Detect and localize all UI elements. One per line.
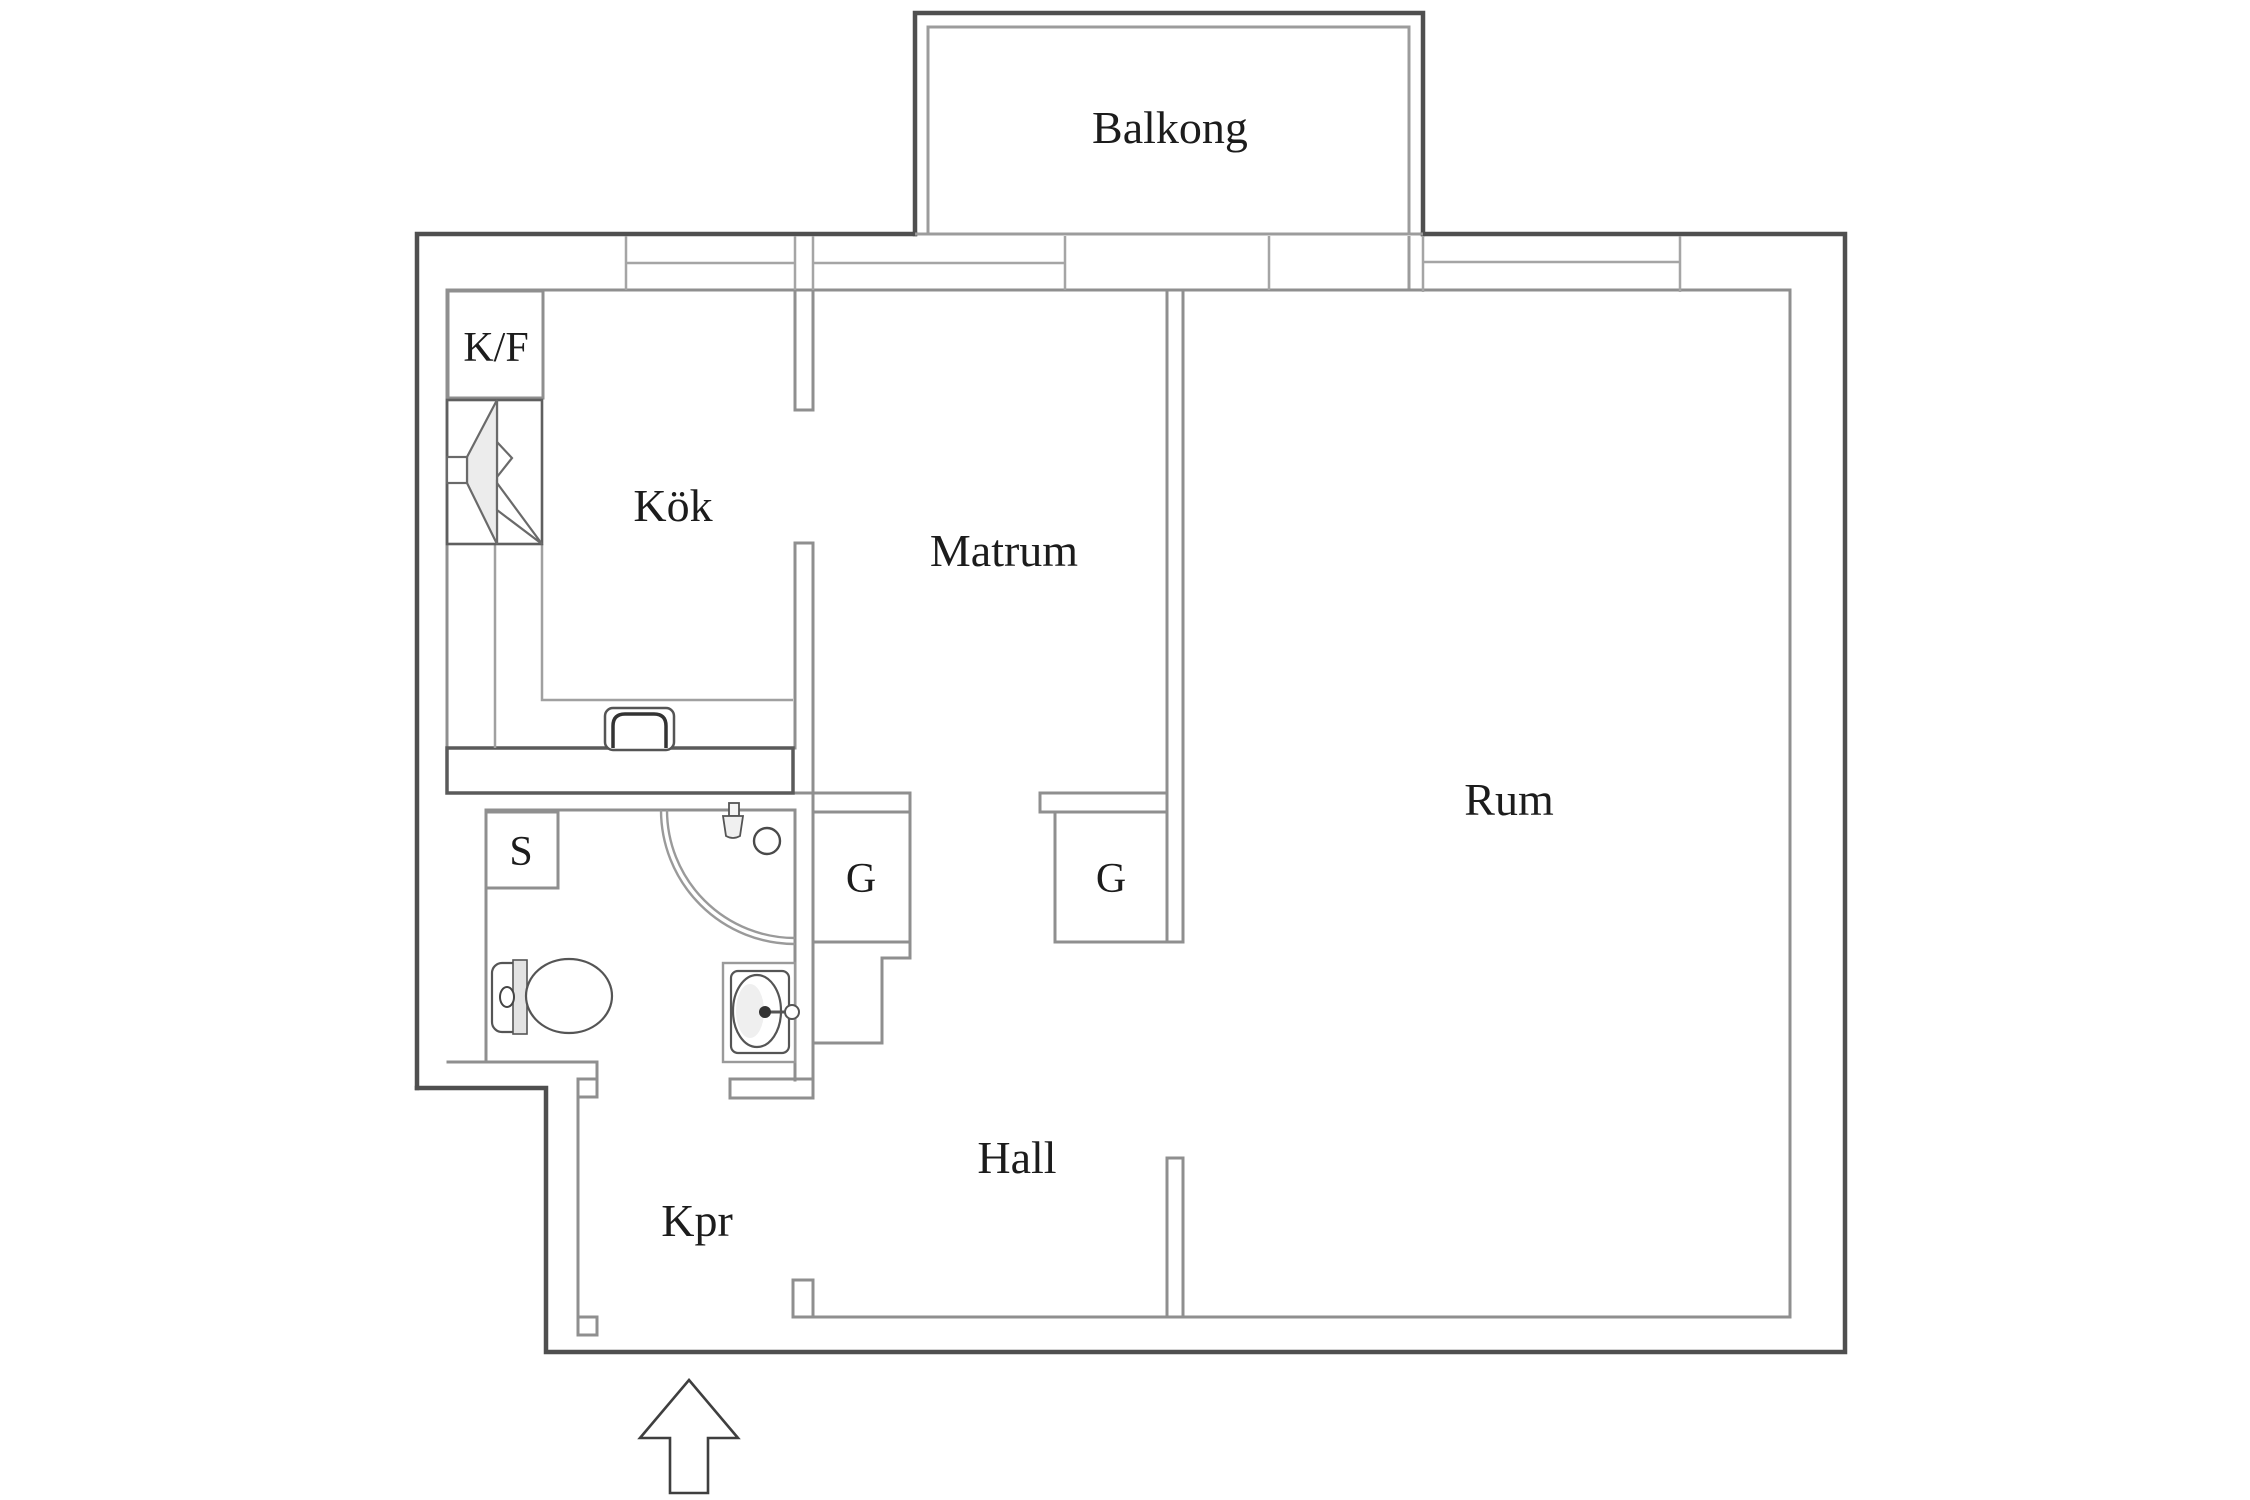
washbasin xyxy=(721,961,800,1064)
entry-arrow-icon xyxy=(637,1377,741,1495)
room-label-kitchen: Kök xyxy=(633,480,712,531)
interior-walls xyxy=(445,288,1792,1337)
room-label-room: Rum xyxy=(1464,774,1554,825)
room-label-fridge-freezer: K/F xyxy=(463,325,528,371)
windows xyxy=(624,236,1682,292)
room-label-dining-room: Matrum xyxy=(930,525,1078,576)
stove-symbol xyxy=(445,398,544,546)
kitchen-sink xyxy=(603,706,676,752)
room-labels: Balkong K/F Kök Matrum Rum S G G Hall Kp… xyxy=(463,102,1554,1246)
fridge-freezer-cabinet xyxy=(446,289,545,400)
room-label-closet-s: S xyxy=(509,829,532,875)
shower-head-icon xyxy=(721,802,745,839)
kitchen-counter xyxy=(493,544,793,748)
balcony-railing xyxy=(915,25,1423,290)
exterior-walls xyxy=(414,10,1848,1355)
room-label-hall: Hall xyxy=(977,1132,1056,1183)
floor-drain-icon xyxy=(752,826,782,856)
room-label-balcony: Balkong xyxy=(1092,102,1248,153)
toilet xyxy=(490,957,614,1035)
room-label-wardrobe-2: G xyxy=(1096,856,1126,902)
shower-corner xyxy=(659,809,796,946)
room-label-walk-in-closet: Kpr xyxy=(661,1195,733,1246)
room-label-wardrobe-1: G xyxy=(846,856,876,902)
kitchen-bathroom-wall xyxy=(445,746,795,795)
